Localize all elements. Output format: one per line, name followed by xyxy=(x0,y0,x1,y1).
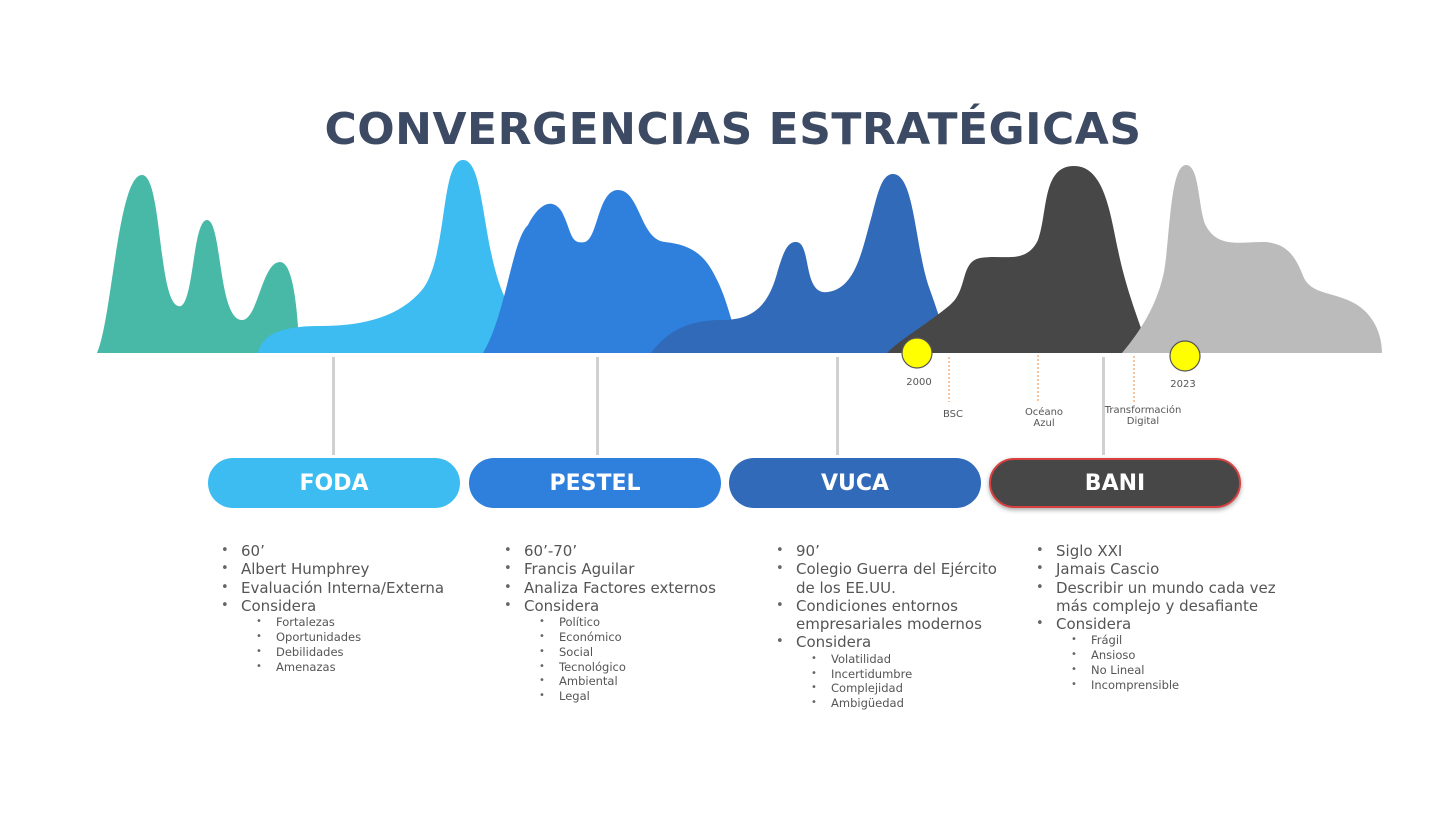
list-item: 90’ xyxy=(776,542,1016,561)
wave-dark-blue xyxy=(651,174,952,353)
annotation-transformacion-digital: Transformación Digital xyxy=(1103,405,1183,427)
list-item: Jamais Cascio xyxy=(1036,560,1296,579)
list-item: 60’-70’ xyxy=(504,542,764,561)
sub-list-item: Debilidades xyxy=(256,645,481,660)
sub-list-item: Ansioso xyxy=(1071,648,1296,663)
sub-list-item: Frágil xyxy=(1071,633,1296,648)
bani-details: Siglo XXI Jamais Cascio Describir un mun… xyxy=(1036,542,1296,693)
sub-list-item: Volatilidad xyxy=(811,652,1016,667)
sub-list-item: No Lineal xyxy=(1071,663,1296,678)
vuca-button[interactable]: VUCA xyxy=(729,458,981,508)
sub-list-item: Político xyxy=(539,615,764,630)
foda-details: 60’ Albert Humphrey Evaluación Interna/E… xyxy=(221,542,481,674)
wave-light-blue xyxy=(258,160,530,353)
pestel-button[interactable]: PESTEL xyxy=(469,458,721,508)
sub-list-item: Incertidumbre xyxy=(811,667,1016,682)
wave-dark-gray xyxy=(887,166,1150,353)
sub-list-item: Legal xyxy=(539,689,764,704)
sub-list-item: Incomprensible xyxy=(1071,678,1296,693)
marker-2023 xyxy=(1169,340,1201,372)
annotation-oceano-line1: Océano xyxy=(1024,407,1064,418)
sub-list-item: Tecnológico xyxy=(539,660,764,675)
list-item: Colegio Guerra del Ejército de los EE.UU… xyxy=(776,560,1016,597)
wave-light-gray xyxy=(1122,165,1382,353)
sub-list-item: Fortalezas xyxy=(256,615,481,630)
list-item: Albert Humphrey xyxy=(221,560,481,579)
page-title: CONVERGENCIAS ESTRATÉGICAS xyxy=(324,104,1142,155)
sub-list-item: Oportunidades xyxy=(256,630,481,645)
annotation-oceano-azul: Océano Azul xyxy=(1014,407,1074,429)
sub-list-item: Ambiental xyxy=(539,674,764,689)
list-item: Considera xyxy=(221,597,481,616)
sub-list-item: Social xyxy=(539,645,764,660)
list-item: Francis Aguilar xyxy=(504,560,764,579)
sub-list-item: Económico xyxy=(539,630,764,645)
connector-bani xyxy=(1102,357,1105,455)
annotation-transformacion-line2: Digital xyxy=(1126,416,1160,427)
connector-pestel xyxy=(596,357,599,455)
list-item: Analiza Factores externos xyxy=(504,579,764,598)
vuca-details: 90’ Colegio Guerra del Ejército de los E… xyxy=(776,542,1016,711)
list-item: Describir un mundo cada vez más complejo… xyxy=(1036,579,1296,616)
list-item: Considera xyxy=(504,597,764,616)
wave-medium-blue xyxy=(483,190,742,353)
annotation-bsc-text: BSC xyxy=(942,409,963,420)
bani-button[interactable]: BANI xyxy=(989,458,1241,508)
annotation-oceano-line2: Azul xyxy=(1033,418,1055,429)
list-item: Evaluación Interna/Externa xyxy=(221,579,481,598)
foda-button[interactable]: FODA xyxy=(208,458,460,508)
list-item: Considera xyxy=(776,633,1016,652)
list-item: 60’ xyxy=(221,542,481,561)
annotation-transformacion-line1: Transformación xyxy=(1104,405,1182,416)
marker-label-2023: 2023 xyxy=(1170,379,1196,390)
marker-label-2000: 2000 xyxy=(906,377,932,388)
sub-list-item: Ambigüedad xyxy=(811,696,1016,711)
list-item: Siglo XXI xyxy=(1036,542,1296,561)
annotation-bsc: BSC xyxy=(928,409,978,420)
wave-teal xyxy=(97,175,300,353)
connector-vuca xyxy=(836,357,839,455)
marker-2000 xyxy=(901,337,933,369)
sub-list-item: Amenazas xyxy=(256,660,481,675)
connector-foda xyxy=(332,357,335,455)
list-item: Considera xyxy=(1036,615,1296,634)
pestel-details: 60’-70’ Francis Aguilar Analiza Factores… xyxy=(504,542,764,704)
list-item: Condiciones entornos empresariales moder… xyxy=(776,597,1016,634)
sub-list-item: Complejidad xyxy=(811,681,1016,696)
